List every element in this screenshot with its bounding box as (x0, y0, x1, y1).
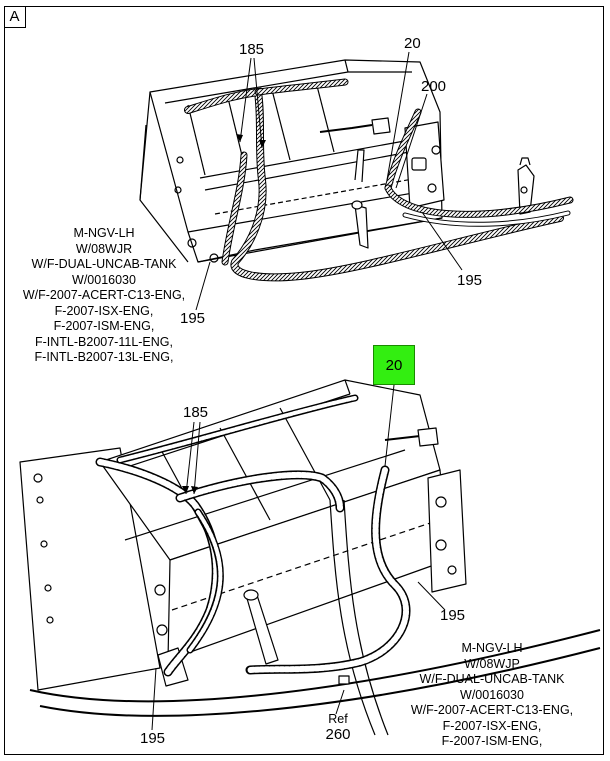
top-leader-lines (195, 51, 463, 311)
bottom-harness-cables (95, 394, 411, 677)
top-callout-195-right: 195 (457, 272, 483, 289)
top-note-line: W/F-2007-ACERT-C13-ENG, (22, 288, 186, 302)
bottom-note-line: F-2007-ISM-ENG, (441, 734, 543, 748)
top-callout-20: 20 (404, 35, 421, 52)
top-note-line: F-2007-ISM-ENG, (53, 319, 155, 333)
top-note-line: M-NGV-LH (73, 226, 135, 240)
top-note-line: W/0016030 (72, 272, 136, 287)
bottom-note-line: W/08WJP (464, 656, 520, 671)
top-note-line: W/08WJR (75, 241, 133, 256)
bottom-note-line: W/F-2007-ACERT-C13-ENG, (410, 703, 574, 717)
bottom-note-line: F-2007-ISX-ENG, (442, 718, 542, 733)
bottom-note-line: M-NGV-LH (461, 641, 523, 655)
top-harness-cables (184, 78, 574, 282)
panel-label: A (4, 6, 26, 28)
top-arrowheads (236, 134, 266, 148)
top-bracket-assembly (139, 59, 535, 263)
bottom-applicability-notes: M-NGV-LH W/08WJP W/F-DUAL-UNCAB-TANK W/0… (400, 641, 584, 750)
top-note-line: F-2007-ISX-ENG, (54, 303, 154, 318)
bottom-callout-195-right: 195 (440, 607, 466, 624)
bottom-note-line: W/0016030 (460, 687, 524, 702)
bottom-callout-195-left: 195 (140, 730, 166, 747)
bottom-note-line: W/F-DUAL-UNCAB-TANK (419, 672, 565, 686)
highlighted-callout-20[interactable]: 20 (373, 345, 415, 385)
reference-callout: Ref 260 (317, 712, 359, 743)
ref-number: 260 (325, 726, 351, 743)
top-callout-200: 200 (421, 78, 447, 95)
bottom-leader-lines (151, 384, 446, 731)
ref-word: Ref (328, 712, 348, 726)
top-callout-195-left: 195 (180, 310, 206, 327)
top-note-line: F-INTL-B2007-13L-ENG, (34, 350, 174, 364)
bottom-arrowheads (182, 486, 198, 494)
top-applicability-notes: M-NGV-LH W/08WJR W/F-DUAL-UNCAB-TANK W/0… (12, 226, 196, 366)
top-note-line: F-INTL-B2007-11L-ENG, (34, 334, 173, 349)
bottom-callout-185: 185 (183, 404, 209, 421)
top-note-line: W/F-DUAL-UNCAB-TANK (31, 257, 177, 271)
top-callout-185: 185 (239, 41, 265, 58)
diagram-frame (4, 6, 604, 755)
